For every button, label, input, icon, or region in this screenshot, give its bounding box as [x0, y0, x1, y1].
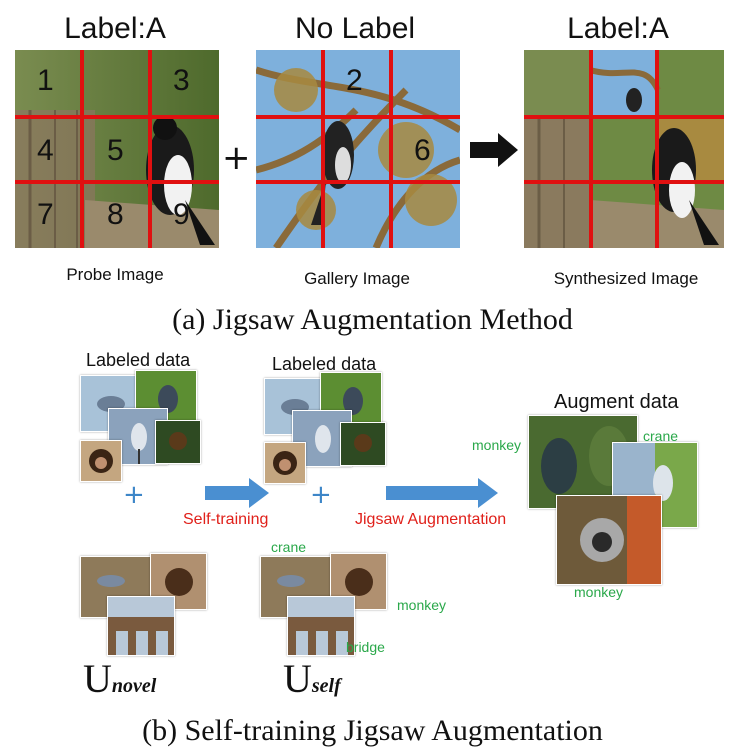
- probe-cell-3: 3: [173, 64, 190, 97]
- u-novel: Unovel: [83, 655, 156, 702]
- gallery-label: No Label: [294, 12, 416, 45]
- gallery-cell-2: 2: [346, 64, 363, 97]
- u-novel-subscript: novel: [111, 675, 157, 697]
- bird-art-2: [343, 387, 363, 415]
- labeled-monkey-photo: [80, 440, 122, 482]
- plus-sign-b2: +: [310, 480, 332, 510]
- probe-cell-9: 9: [173, 198, 190, 231]
- caption-a: (a) Jigsaw Augmentation Method: [172, 303, 573, 336]
- caption-b: (b) Self-training Jigsaw Augmentation: [142, 714, 603, 747]
- arrow-right-blue-icon: [205, 478, 269, 508]
- self-bridge-label: bridge: [346, 639, 385, 655]
- probe-cell-5: 5: [107, 134, 124, 167]
- aug-crane-label: crane: [643, 428, 679, 444]
- probe-label: Label:A: [64, 12, 166, 45]
- u-self-subscript: self: [311, 675, 341, 697]
- labeled-data-title-2: Labeled data: [272, 354, 377, 374]
- synthesized-image: [524, 50, 724, 248]
- gallery-image: 2 6: [254, 50, 462, 250]
- probe-image: 1 3 4 5 7 8 9: [15, 50, 219, 248]
- crane-aug-art: [653, 443, 697, 527]
- synthesized-image-art: [524, 50, 724, 248]
- probe-cell-7: 7: [37, 198, 54, 231]
- labeled-data-title-1: Labeled data: [86, 350, 191, 370]
- crane-art: [131, 423, 147, 464]
- self-monkey-label: monkey: [397, 597, 447, 613]
- u-self-letter: U: [283, 656, 312, 701]
- arrow-right-icon: [470, 133, 518, 167]
- aug-monkey-label-2: monkey: [574, 584, 624, 600]
- augment-data-title: Augment data: [554, 391, 679, 413]
- synth-caption: Synthesized Image: [553, 269, 699, 288]
- labeled-monkey-dark-photo-2: [340, 422, 386, 466]
- probe-cell-1: 1: [37, 64, 54, 97]
- self-crane-label: crane: [271, 539, 307, 555]
- gallery-caption: Gallery Image: [304, 269, 410, 288]
- monkey-art-2: [354, 434, 372, 452]
- labeled-monkey-dark-photo: [155, 420, 201, 464]
- monkey-aug-art: [580, 496, 661, 584]
- novel-crane-art: [97, 575, 125, 587]
- self-training-label: Self-training: [183, 511, 269, 528]
- aug-monkey-label-1: monkey: [472, 437, 522, 453]
- u-novel-letter: U: [83, 656, 112, 701]
- probe-cell-4: 4: [37, 134, 54, 167]
- probe-caption: Probe Image: [66, 265, 164, 284]
- self-bridge-photo: [287, 596, 355, 656]
- novel-monkey-art: [165, 568, 193, 596]
- jungle-art: [541, 426, 629, 494]
- novel-bridge-photo: [107, 596, 175, 656]
- u-self: Uself: [283, 655, 341, 702]
- crane-art-2: [315, 425, 331, 453]
- gallery-cell-6: 6: [414, 134, 431, 167]
- synth-label: Label:A: [567, 12, 669, 45]
- bridge-art: [108, 617, 174, 655]
- monkey-face-art-2: [273, 451, 297, 475]
- plus-sign-b1: +: [123, 480, 145, 510]
- jigsaw-augmentation-label: Jigsaw Augmentation: [355, 511, 507, 528]
- plus-sign-a: +: [222, 138, 251, 178]
- self-monkey-art: [345, 568, 373, 596]
- bird-art: [158, 385, 178, 413]
- arrow-right-blue-long-icon: [386, 478, 498, 508]
- monkey-art: [169, 432, 187, 450]
- self-monkey-photo: [330, 553, 387, 610]
- augment-monkey-photo: [556, 495, 662, 585]
- self-bridge-art: [288, 617, 354, 655]
- self-crane-art: [277, 575, 305, 587]
- labeled-monkey-photo-2: [264, 442, 306, 484]
- monkey-face-art: [89, 449, 113, 473]
- probe-cell-8: 8: [107, 198, 124, 231]
